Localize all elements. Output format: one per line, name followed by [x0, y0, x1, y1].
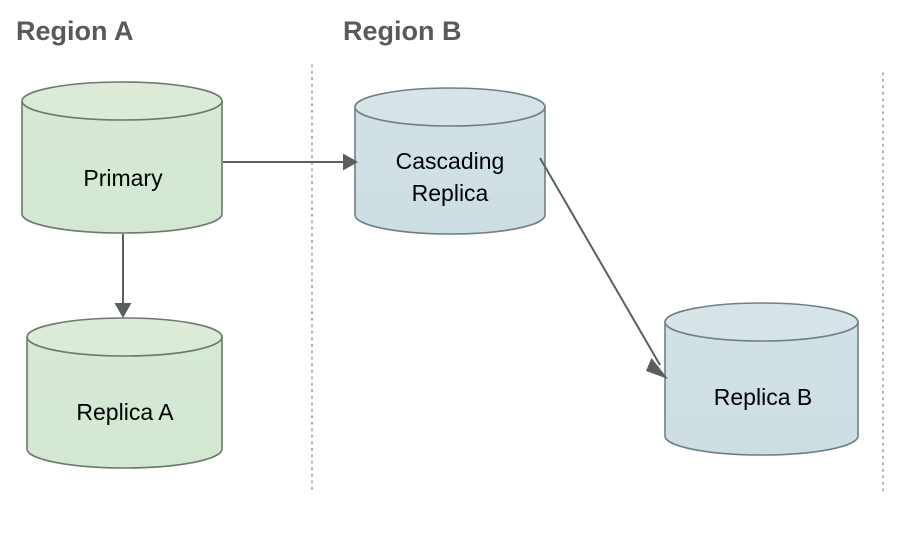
cascading-replica-cylinder-top [354, 87, 546, 127]
primary-label: Primary [83, 165, 163, 191]
edge-cascading-replica-to-replica-b [539, 157, 668, 379]
cascading-replica-label-line1: Cascading [396, 148, 505, 174]
cascading-replica-cylinder-body [354, 106, 546, 235]
node-replica-b[interactable]: Replica B [664, 302, 859, 456]
replica-a-cylinder-top [26, 317, 223, 357]
edge-cascading-to-replica-b-arrowhead [646, 358, 668, 379]
cascading-replica-label-line2: Replica [412, 180, 489, 206]
primary-cylinder-body [21, 100, 223, 234]
region-label-a: Region A [16, 16, 134, 46]
edge-cascading-to-replica-b-line [539, 157, 661, 366]
node-cascading-replica[interactable]: Cascading Replica [354, 87, 546, 235]
primary-cylinder-top [21, 81, 223, 121]
edge-primary-to-replica-a [114, 234, 132, 318]
replica-b-cylinder-body [664, 321, 859, 456]
replica-b-label: Replica B [714, 384, 812, 410]
replica-b-cylinder-top [664, 302, 859, 342]
edge-primary-to-cascading-arrowhead [343, 153, 358, 171]
replica-a-label: Replica A [76, 399, 174, 425]
node-primary[interactable]: Primary [21, 81, 223, 234]
edge-primary-to-cascading-replica [223, 153, 358, 171]
edge-primary-to-replica-a-arrowhead [114, 303, 132, 318]
region-label-b: Region B [343, 16, 462, 46]
node-replica-a[interactable]: Replica A [26, 317, 223, 469]
replica-a-cylinder-body [26, 336, 223, 469]
